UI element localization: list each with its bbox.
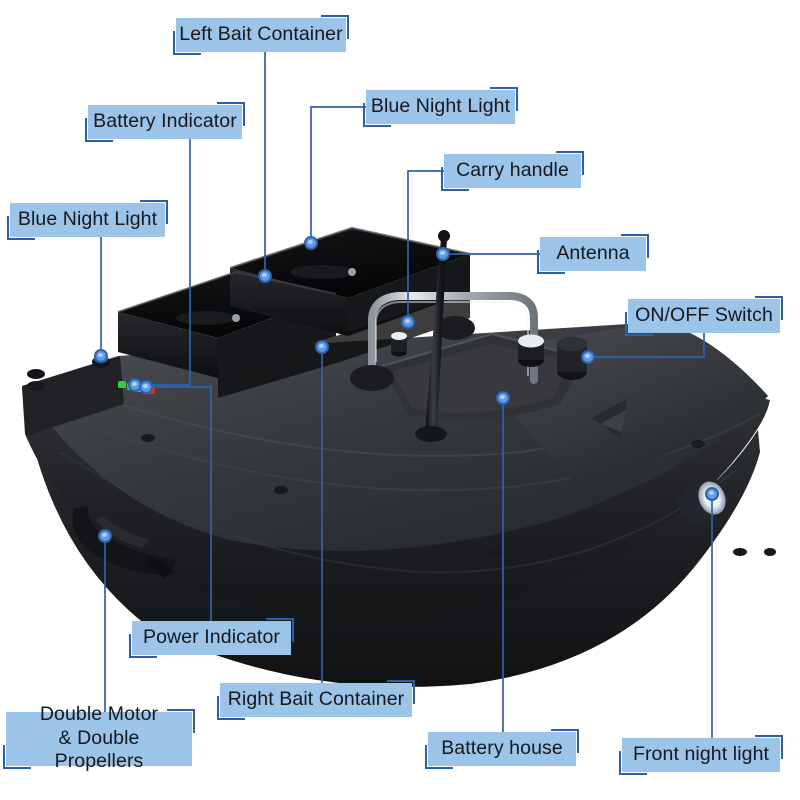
leader-carry-handle <box>407 170 444 322</box>
deck-post-1 <box>391 347 407 357</box>
deck-screw-1 <box>141 434 155 442</box>
deck-screw-2 <box>274 486 288 494</box>
handle-mount-left <box>350 365 394 391</box>
propeller-hub <box>166 572 186 584</box>
deck-screw-5 <box>691 440 705 448</box>
leader-battery-indicator <box>135 139 191 386</box>
callout-right-bait-container[interactable]: Right Bait Container <box>217 680 415 720</box>
leader-blue-night-light-top <box>310 106 366 243</box>
bow-upper-facet <box>470 322 768 486</box>
hull-deck <box>22 322 768 551</box>
right-bait-hopper-front <box>230 268 348 336</box>
deck-crease-2 <box>107 413 761 492</box>
switch-base <box>557 364 587 380</box>
anchor-dot-front-night-light[interactable] <box>705 487 719 501</box>
left-hopper-inner-shelf <box>176 311 236 325</box>
callout-antenna[interactable]: Antenna <box>537 234 649 274</box>
deck-post-1-body <box>391 336 407 352</box>
anchor-dot-battery-house[interactable] <box>496 391 510 405</box>
anchor-dot-blue-night-light-left[interactable] <box>94 349 108 363</box>
battery-house-edge <box>381 332 587 367</box>
aux-knob-top <box>518 334 544 348</box>
callout-battery-house[interactable]: Battery house <box>425 729 579 769</box>
callout-left-bait-container[interactable]: Left Bait Container <box>173 15 349 55</box>
right-hopper-screw <box>348 268 356 276</box>
anchor-dot-right-bait-container[interactable] <box>315 340 329 354</box>
right-hopper-rim <box>229 226 471 270</box>
bow-vent-mark <box>592 398 628 438</box>
antenna-rod <box>425 238 447 432</box>
led-green-1 <box>118 381 126 388</box>
chrome-carry-handle <box>368 292 538 384</box>
anchor-dot-carry-handle[interactable] <box>401 315 415 329</box>
anchor-dot-on-off-switch[interactable] <box>581 350 595 364</box>
switch-top <box>557 336 587 352</box>
bow-vent-highlight <box>600 410 626 432</box>
leader-power-indicator <box>146 386 212 621</box>
battery-house-lid <box>382 334 586 422</box>
left-hopper-rim <box>117 270 337 313</box>
anchor-dot-antenna[interactable] <box>436 247 450 261</box>
callout-carry-handle[interactable]: Carry handle <box>441 151 584 191</box>
aux-knob-base <box>518 353 544 367</box>
stern-cleat-1 <box>27 369 45 379</box>
callout-blue-night-light-left[interactable]: Blue Night Light <box>7 200 168 240</box>
hull-crease-3 <box>59 451 737 574</box>
hopper-shadow <box>218 292 470 398</box>
antenna-tip <box>438 230 450 242</box>
callout-front-night-light[interactable]: Front night light <box>619 735 783 775</box>
anchor-dot-power-indicator[interactable] <box>139 380 153 394</box>
left-bait-hopper-side <box>218 294 336 378</box>
leader-on-off-switch <box>588 333 705 358</box>
propeller-housing <box>144 556 182 580</box>
anchor-dot-blue-night-light-top[interactable] <box>304 236 318 250</box>
stern-transom <box>22 356 124 436</box>
callout-blue-night-light-top[interactable]: Blue Night Light <box>363 87 518 127</box>
deck-screw-4 <box>733 548 747 556</box>
left-bait-hopper-opening <box>118 272 336 338</box>
handle-highlight <box>375 301 529 376</box>
propeller-guard <box>72 506 176 576</box>
deck-crease-1 <box>119 391 753 457</box>
handle-mount-right <box>435 316 475 340</box>
left-bait-hopper-front <box>118 312 218 378</box>
callout-power-indicator[interactable]: Power Indicator <box>129 618 294 658</box>
battery-house-inner <box>392 344 572 414</box>
front-night-light-housing <box>676 477 728 523</box>
right-hopper-inner-shelf <box>290 265 354 279</box>
right-bait-hopper-opening <box>230 228 470 298</box>
anchor-dot-left-bait-container[interactable] <box>258 269 272 283</box>
left-hopper-screw <box>232 314 240 322</box>
deck-screw-3 <box>487 550 501 558</box>
stern-cleat-2 <box>27 381 45 391</box>
aux-knob <box>518 335 544 360</box>
deck-post-1-top <box>391 332 407 340</box>
antenna-base <box>415 426 447 442</box>
callout-on-off-switch[interactable]: ON/OFF Switch <box>625 296 783 336</box>
callout-battery-indicator[interactable]: Battery Indicator <box>85 102 245 142</box>
callout-double-motor-propellers[interactable]: Double Motor & Double Propellers <box>3 703 195 772</box>
anchor-dot-double-motor-propellers[interactable] <box>98 529 112 543</box>
deck-screw-6 <box>764 548 776 556</box>
